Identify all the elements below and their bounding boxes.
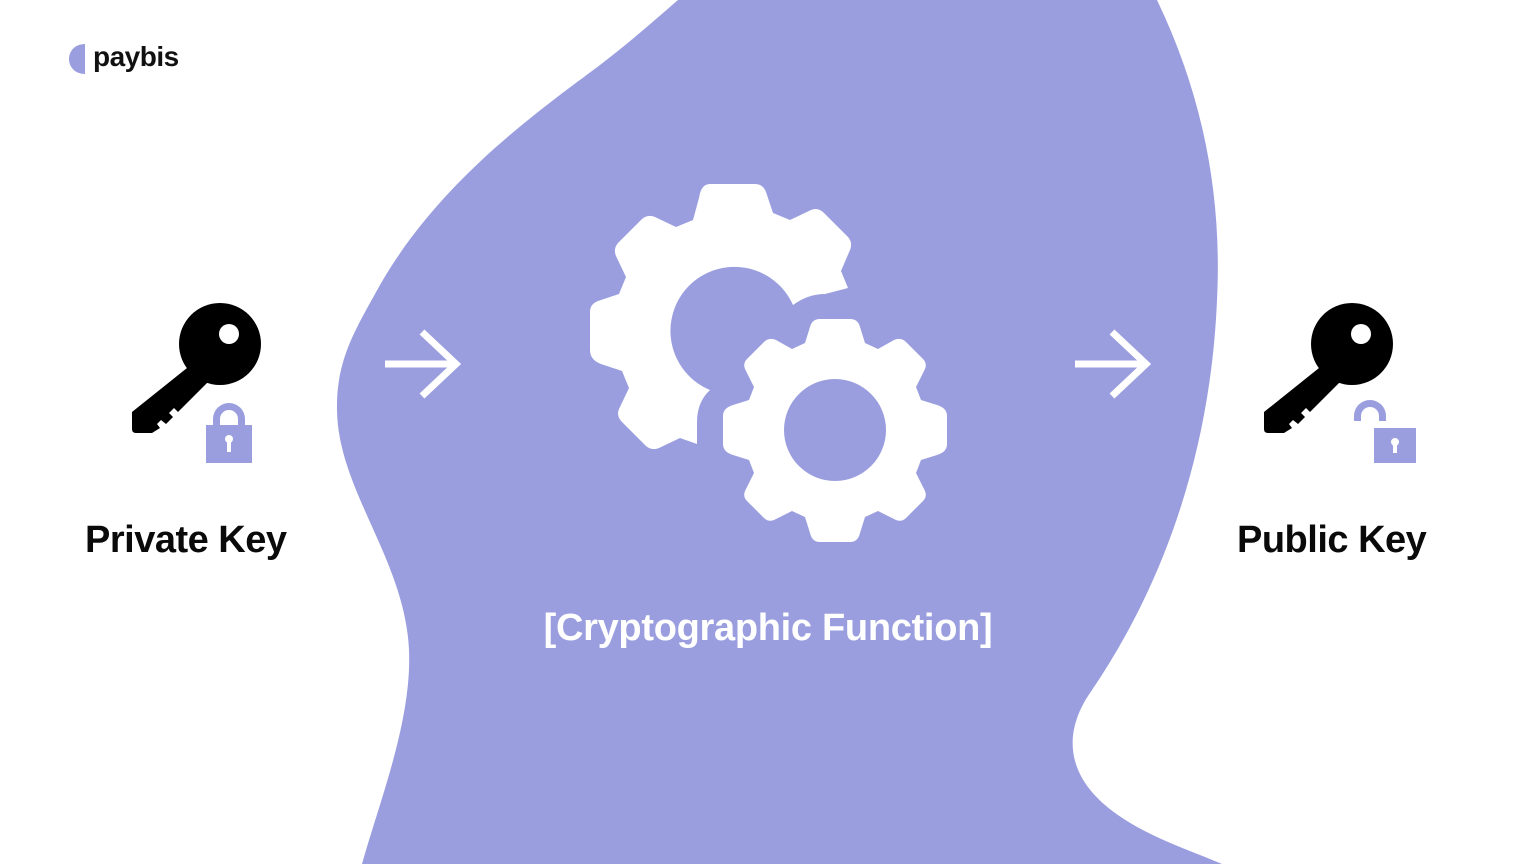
brand-name: paybis <box>93 41 179 72</box>
arrow-right-icon <box>1075 329 1152 399</box>
private-key-label: Private Key <box>85 519 287 561</box>
arrow-right-icon <box>385 329 462 399</box>
cryptographic-function-label: [Cryptographic Function] <box>543 607 993 649</box>
key-icon <box>1264 303 1393 433</box>
key-icon <box>132 303 261 433</box>
lock-open-icon <box>1354 400 1416 463</box>
lock-closed-icon <box>206 403 252 463</box>
logo-mark-icon <box>69 44 85 74</box>
public-key-label: Public Key <box>1237 519 1427 561</box>
gears-icon <box>590 184 947 542</box>
brand-logo: paybis <box>69 41 179 74</box>
